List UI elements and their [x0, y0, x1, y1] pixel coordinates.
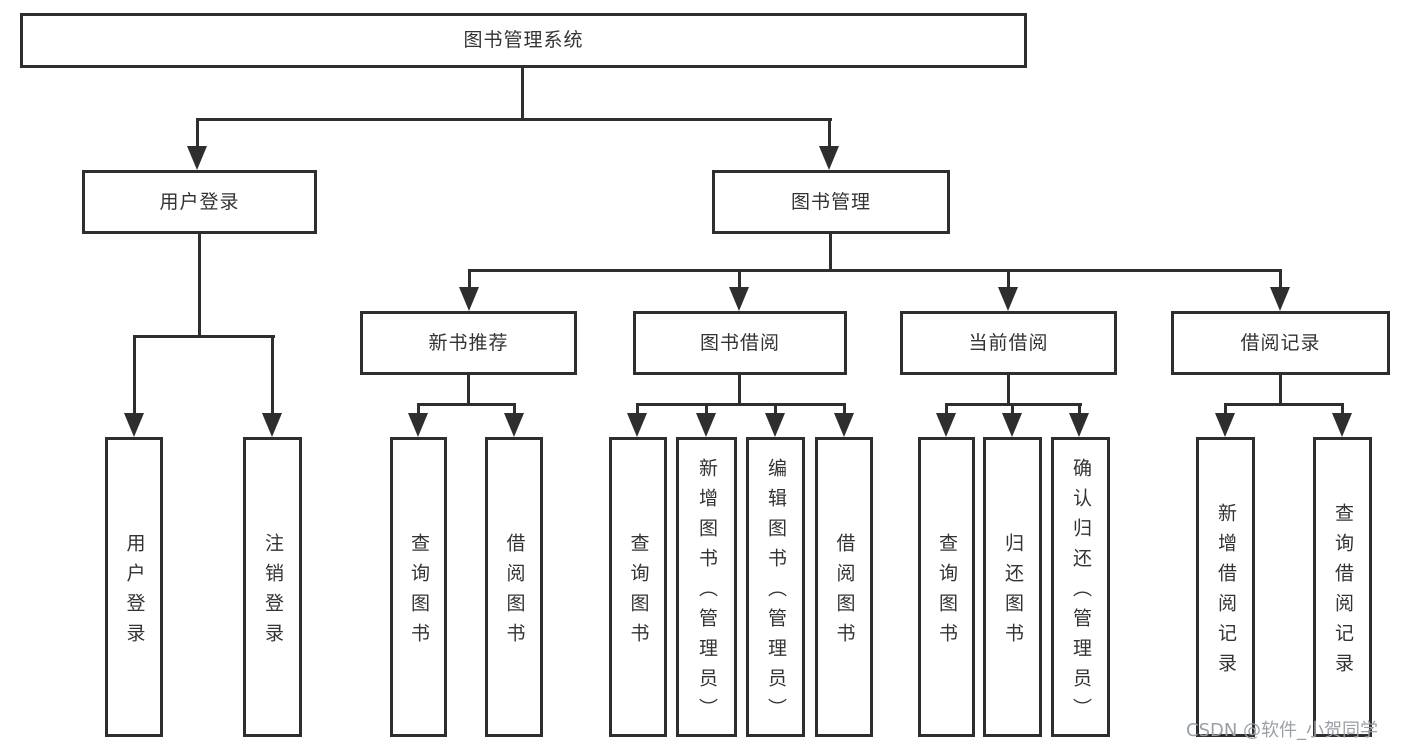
arrowhead-down-icon [459, 287, 479, 311]
node-root-label: 图书管理系统 [463, 29, 584, 51]
connector-line [1007, 375, 1010, 405]
arrowhead-down-icon [1002, 413, 1022, 437]
node-new-book-recommend: 新书推荐 [360, 311, 577, 375]
node-current-borrow: 当前借阅 [900, 311, 1117, 375]
connector-line [521, 68, 524, 120]
connector-line [271, 335, 274, 413]
connector-line [1007, 269, 1010, 287]
connector-line [738, 269, 741, 287]
connector-line [1341, 403, 1344, 413]
connector-line [829, 234, 832, 271]
connector-line [828, 118, 831, 148]
leaf-bb-add-books: 新增图书（管理员） [676, 437, 737, 737]
leaf-cb-confirm-return-label: 确认归还（管理员） [1070, 457, 1092, 728]
connector-line [945, 403, 948, 413]
leaf-cb-query-books: 查询图书 [918, 437, 975, 737]
arrowhead-down-icon [627, 413, 647, 437]
arrowhead-down-icon [504, 413, 524, 437]
leaf-user-login-label: 用户登录 [123, 532, 146, 653]
leaf-bb-query-books-label: 查询图书 [627, 532, 650, 653]
node-new-book-recommend-label: 新书推荐 [428, 331, 509, 354]
leaf-br-add-record: 新增借阅记录 [1196, 437, 1255, 737]
arrowhead-down-icon [834, 413, 854, 437]
watermark: CSDN @软件_小贺同学 [1186, 720, 1379, 741]
arrowhead-down-icon [1270, 287, 1290, 311]
connector-line [468, 269, 471, 287]
arrowhead-down-icon [765, 413, 785, 437]
arrowhead-down-icon [819, 146, 839, 170]
connector-line [468, 269, 1282, 272]
leaf-nb-query-books: 查询图书 [390, 437, 447, 737]
connector-line [133, 335, 136, 413]
connector-line [636, 403, 639, 413]
connector-line [198, 234, 201, 338]
leaf-cb-confirm-return: 确认归还（管理员） [1051, 437, 1110, 737]
leaf-br-query-record-label: 查询借阅记录 [1332, 502, 1354, 683]
arrowhead-down-icon [1069, 413, 1089, 437]
leaf-logout-label: 注销登录 [262, 532, 284, 653]
leaf-bb-edit-books: 编辑图书（管理员） [746, 437, 805, 737]
node-user-login-label: 用户登录 [159, 190, 240, 213]
leaf-bb-query-books: 查询图书 [609, 437, 667, 737]
leaf-cb-return-books: 归还图书 [983, 437, 1042, 737]
leaf-bb-add-books-label: 新增图书（管理员） [696, 457, 718, 728]
node-book-management: 图书管理 [712, 170, 950, 234]
connector-line [843, 403, 846, 413]
node-borrow-record: 借阅记录 [1171, 311, 1390, 375]
leaf-nb-borrow-books-label: 借阅图书 [503, 532, 526, 653]
connector-line [1279, 269, 1282, 287]
node-user-login: 用户登录 [82, 170, 317, 234]
arrowhead-down-icon [998, 287, 1018, 311]
leaf-user-login: 用户登录 [105, 437, 163, 737]
connector-line [774, 403, 777, 413]
connector-line [417, 403, 516, 406]
arrowhead-down-icon [936, 413, 956, 437]
connector-line [133, 335, 275, 338]
connector-line [705, 403, 708, 413]
leaf-nb-borrow-books: 借阅图书 [485, 437, 543, 737]
connector-line [196, 118, 832, 121]
arrowhead-down-icon [1332, 413, 1352, 437]
arrowhead-down-icon [187, 146, 207, 170]
arrowhead-down-icon [124, 413, 144, 437]
node-book-borrow-label: 图书借阅 [699, 331, 780, 354]
leaf-bb-borrow-books-label: 借阅图书 [833, 532, 856, 653]
node-book-borrow: 图书借阅 [633, 311, 847, 375]
arrowhead-down-icon [262, 413, 282, 437]
connector-line [738, 375, 741, 405]
connector-line [513, 403, 516, 413]
connector-line [1224, 403, 1227, 413]
leaf-nb-query-books-label: 查询图书 [408, 532, 430, 653]
leaf-br-add-record-label: 新增借阅记录 [1215, 502, 1237, 683]
leaf-bb-borrow-books: 借阅图书 [815, 437, 873, 737]
arrowhead-down-icon [408, 413, 428, 437]
connector-line [636, 403, 846, 406]
leaf-logout: 注销登录 [243, 437, 302, 737]
connector-line [1279, 375, 1282, 405]
node-current-borrow-label: 当前借阅 [968, 331, 1049, 354]
leaf-cb-return-books-label: 归还图书 [1002, 532, 1024, 653]
leaf-cb-query-books-label: 查询图书 [936, 532, 958, 653]
connector-line [1011, 403, 1014, 413]
arrowhead-down-icon [696, 413, 716, 437]
node-root: 图书管理系统 [20, 13, 1027, 68]
node-borrow-record-label: 借阅记录 [1240, 331, 1321, 354]
arrowhead-down-icon [1215, 413, 1235, 437]
connector-line [1078, 403, 1081, 413]
connector-line [196, 118, 199, 148]
leaf-bb-edit-books-label: 编辑图书（管理员） [765, 457, 787, 728]
connector-line [467, 375, 470, 405]
leaf-br-query-record: 查询借阅记录 [1313, 437, 1372, 737]
arrowhead-down-icon [729, 287, 749, 311]
connector-line [1224, 403, 1344, 406]
node-book-management-label: 图书管理 [790, 190, 871, 213]
connector-line [417, 403, 420, 413]
